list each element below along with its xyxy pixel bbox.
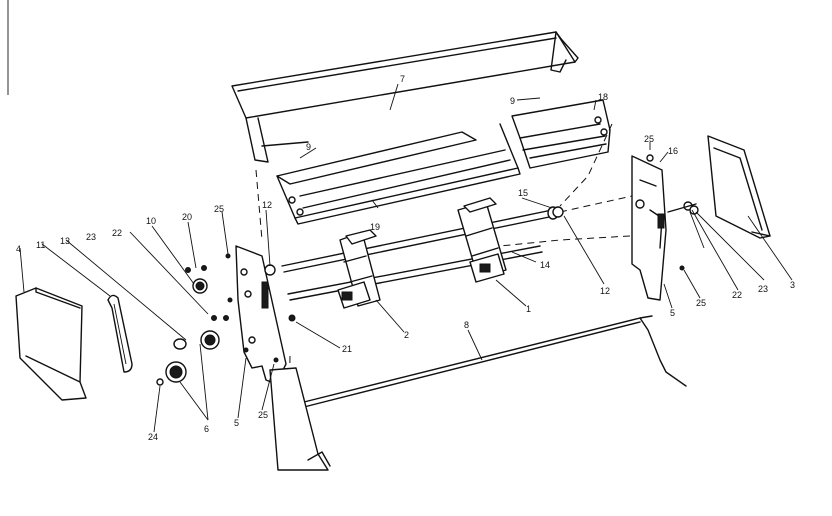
alignment-line-b [499, 235, 631, 247]
callout-19: 19 [370, 222, 380, 232]
part-6-gear-lower [165, 361, 187, 383]
part-24-washer [156, 378, 164, 386]
callout-22-left: 22 [112, 228, 122, 238]
callout-21: 21 [342, 344, 352, 354]
callout-4: 4 [16, 244, 21, 254]
part-18-bracket [511, 99, 611, 169]
part-16-right-side-frame [631, 154, 667, 301]
callout-5-right: 5 [670, 308, 675, 318]
callout-8: 8 [464, 320, 469, 330]
callout-5-left: 5 [234, 418, 239, 428]
callout-6: 6 [204, 424, 209, 434]
callout-12-left: 12 [262, 200, 272, 210]
alignment-line-a [559, 123, 613, 207]
part-4-left-end-cover [15, 287, 87, 401]
callout-20: 20 [182, 212, 192, 222]
part-11-drive-belt [107, 294, 133, 373]
callout-23-left: 23 [86, 232, 96, 242]
part-12-washer-right [552, 206, 564, 218]
callout-12-right: 12 [600, 286, 610, 296]
callout-9-top: 9 [510, 96, 515, 106]
callout-18: 18 [598, 92, 608, 102]
part-1-right-tractor [457, 197, 507, 283]
part-19-paper-guide [276, 123, 521, 225]
part-20-gear [192, 278, 208, 294]
left-side-frame [235, 245, 287, 385]
callout-3: 3 [790, 280, 795, 290]
callout-9-left: 9 [306, 142, 311, 152]
part-2-left-tractor [337, 229, 381, 309]
callout-22-right: 22 [732, 290, 742, 300]
callout-13: 13 [60, 236, 70, 246]
part-22-23-right-hardware [667, 201, 699, 271]
callout-14: 14 [540, 260, 550, 270]
callout-2: 2 [404, 330, 409, 340]
part-6-gear-upper [200, 330, 220, 350]
left-lower-bracket [269, 367, 331, 471]
callout-23-right: 23 [758, 284, 768, 294]
part-8-rod [295, 315, 687, 409]
callout-24: 24 [148, 432, 158, 442]
callout-25-right-bottom: 25 [696, 298, 706, 308]
callout-25-left-top: 25 [214, 204, 224, 214]
callout-7: 7 [400, 74, 405, 84]
part-7-top-cover [231, 31, 579, 163]
part-13-hub [173, 338, 187, 350]
part-3-right-end-cover [707, 135, 771, 239]
callout-15: 15 [518, 188, 528, 198]
callout-10: 10 [146, 216, 156, 226]
callout-25-left-bottom: 25 [258, 410, 268, 420]
alignment-line-d [559, 195, 633, 213]
callout-1: 1 [526, 304, 531, 314]
callout-25-right-top: 25 [644, 134, 654, 144]
leader-lines [19, 83, 793, 433]
callout-16: 16 [668, 146, 678, 156]
callout-11: 11 [36, 240, 45, 250]
part-15-upper-shaft [281, 206, 559, 273]
